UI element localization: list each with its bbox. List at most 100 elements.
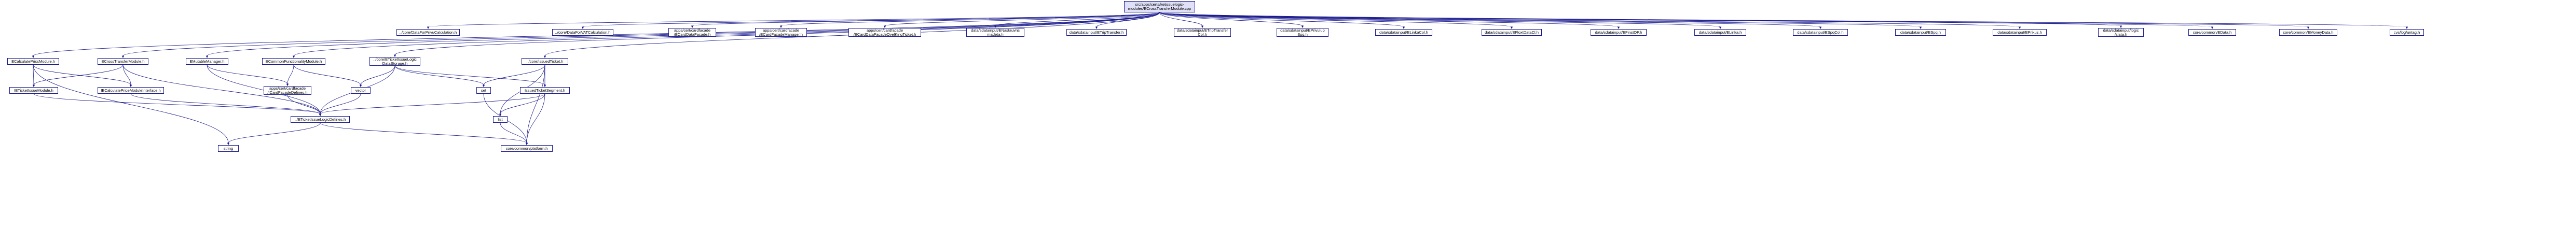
graph-edge-arrow <box>2307 26 2310 29</box>
graph-edge-arrow <box>691 25 694 28</box>
graph-edge-arrow <box>1617 26 1620 29</box>
graph-edge <box>483 64 545 85</box>
graph-edge <box>1159 12 1203 26</box>
graph-node[interactable]: ECalculatePricsModule.h <box>7 58 59 65</box>
graph-edge <box>1159 12 1303 26</box>
graph-node[interactable]: core/common/platform.h <box>501 145 553 152</box>
graph-edge-arrow <box>227 142 230 145</box>
graph-edge-arrow <box>292 55 295 58</box>
graph-edge-arrow <box>1402 26 1405 29</box>
graph-edge <box>428 12 1160 27</box>
graph-edge-arrow <box>779 25 783 28</box>
graph-edge <box>780 12 1160 26</box>
graph-edge-arrow <box>1819 26 1822 29</box>
graph-node[interactable]: apps/cert/cardfacade /ECardFacadeManager… <box>755 28 807 37</box>
graph-edge <box>692 12 1160 26</box>
graph-node[interactable]: IssuedTicketSegment.h <box>520 87 570 94</box>
graph-node[interactable]: cvs/log/untag.h <box>2390 29 2424 36</box>
graph-node[interactable]: core/common/EData.h <box>2188 29 2236 36</box>
graph-edge <box>293 64 361 85</box>
graph-edge <box>526 93 545 144</box>
graph-node[interactable]: set <box>476 87 491 94</box>
graph-node[interactable]: ../core/DataForVATCalculation.h <box>552 29 613 36</box>
graph-node[interactable]: ECrossTransferModule.h <box>98 58 148 65</box>
graph-edge <box>526 64 545 144</box>
graph-edge <box>33 64 34 85</box>
graph-edge <box>500 122 527 144</box>
graph-node[interactable]: core/common/EMoneyData.h <box>2279 29 2337 36</box>
graph-edge <box>293 12 1160 56</box>
graph-edge-arrow <box>359 84 362 87</box>
graph-edge-arrow <box>2211 26 2214 29</box>
graph-edge-arrow <box>2119 25 2122 28</box>
graph-edge-arrow <box>2018 26 2021 29</box>
graph-edge <box>33 64 124 85</box>
graph-edge <box>1159 12 1619 27</box>
graph-node[interactable]: src/apps/certs/ketissuelogic- modules/EC… <box>1124 1 1195 12</box>
graph-edge <box>1159 12 1512 27</box>
graph-node[interactable]: apps/cert/cardfacade /ICardFacadeDefines… <box>264 86 311 95</box>
graph-edge-arrow <box>393 54 396 57</box>
graph-node[interactable]: data/sdatainput/EPrikuz.h <box>1993 29 2047 36</box>
graph-edge <box>1159 12 2407 27</box>
graph-edge-arrow <box>129 84 132 87</box>
graph-node[interactable]: ../core/IssuedTicket.h <box>522 58 568 65</box>
graph-edge <box>122 64 321 115</box>
graph-edge <box>394 65 545 85</box>
graph-node[interactable]: data/sdatainput/ESpqCol.h <box>1793 29 1848 36</box>
graph-node[interactable]: ECommonFunctionalityModule.h <box>262 58 325 65</box>
graph-edge <box>122 64 131 85</box>
graph-node[interactable]: data/sdatainput/EPrivulup Spq.h <box>1277 28 1328 37</box>
graph-edge-arrow <box>205 55 209 58</box>
graph-edge-arrow <box>32 84 35 87</box>
graph-edge <box>33 64 229 144</box>
graph-node[interactable]: data/sdatainput/EFloxtDataCl.h <box>1482 29 1542 36</box>
graph-edge-arrow <box>883 25 886 28</box>
graph-edge-arrow <box>286 83 289 86</box>
graph-node[interactable]: data/sdatainput/EFinstOP.h <box>1591 29 1647 36</box>
graph-node[interactable]: apps/cert/cardfacade /ECardDataFacadeOve… <box>848 28 921 37</box>
graph-node[interactable]: list <box>493 116 508 123</box>
graph-edge-arrow <box>525 142 528 145</box>
graph-node[interactable]: IETicketIssueModule.h <box>9 87 58 94</box>
graph-node[interactable]: data/sdatainput/ETripTransfer.h <box>1066 29 1127 36</box>
graph-node[interactable]: ../ETicketIssueLogicDefines.h <box>291 116 350 123</box>
graph-edge <box>394 65 484 85</box>
graph-edge <box>1159 12 1821 27</box>
graph-edge <box>320 122 527 144</box>
graph-node[interactable]: string <box>218 145 239 152</box>
graph-edge-arrow <box>427 26 430 29</box>
graph-edge <box>1159 12 1404 27</box>
graph-node[interactable]: data/sdatainput/ESpq.h <box>1895 29 1946 36</box>
graph-edge <box>1159 12 1721 27</box>
graph-edge <box>500 93 545 115</box>
graph-node[interactable]: data/sdatainput/ENastauvns madeta.h <box>966 28 1024 37</box>
graph-edge-arrow <box>319 113 322 116</box>
graph-edge <box>995 12 1160 26</box>
graph-edge <box>1159 12 1921 27</box>
graph-edge <box>884 12 1160 26</box>
graph-node[interactable]: ../core/ETicketIssueLogic DataStorage.h <box>369 57 420 66</box>
graph-edge <box>1159 12 2121 26</box>
graph-edge-arrow <box>1719 26 1722 29</box>
graph-edge-arrow <box>1095 26 1098 29</box>
graph-edge-arrow <box>1201 25 1204 28</box>
graph-edge <box>130 93 321 115</box>
graph-edge <box>1159 12 2309 27</box>
graph-node[interactable]: data/sdatainput/ETripTransfer Col.h <box>1174 28 1231 37</box>
graph-node[interactable]: EMutableManager.h <box>186 58 228 65</box>
graph-edge <box>122 12 1160 56</box>
graph-edge-arrow <box>1919 26 1922 29</box>
graph-edge-arrow <box>1301 25 1304 28</box>
graph-edge-arrow <box>121 55 125 58</box>
graph-node[interactable]: data/sdatainput/logic /slata.h <box>2098 28 2144 37</box>
graph-node[interactable]: ../core/DataForPrivuCalculation.h <box>396 29 460 36</box>
graph-node[interactable]: vector <box>351 87 371 94</box>
graph-edge-arrow <box>499 113 502 116</box>
graph-node[interactable]: apps/cert/cardfacade /ECardDataFacade.h <box>668 28 716 37</box>
graph-edge-arrow <box>543 55 546 58</box>
graph-node[interactable]: data/sdatainput/ELinka.h <box>1694 29 1746 36</box>
graph-node[interactable]: IECalculatePriceModuleInterface.h <box>98 87 164 94</box>
graph-node[interactable]: data/sdatainput/ELinkaCol.h <box>1375 29 1432 36</box>
graph-edge <box>287 64 294 84</box>
